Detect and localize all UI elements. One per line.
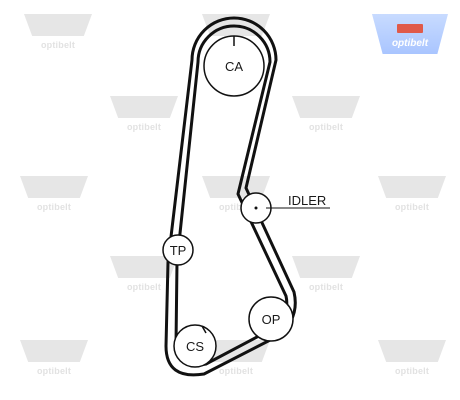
pulley-idler <box>240 192 272 224</box>
watermark-logo: optibelt <box>286 256 366 300</box>
pulley-label-tp: TP <box>170 243 187 258</box>
timing-mark <box>201 325 207 334</box>
watermark-text: optibelt <box>36 366 72 376</box>
watermark-text: optibelt <box>218 202 254 212</box>
watermark-logo: optibelt <box>196 176 276 220</box>
logo-mark <box>397 24 423 33</box>
logo-band <box>372 14 448 54</box>
pulley-label-ca: CA <box>225 59 243 74</box>
pulley-label-cs: CS <box>186 339 204 354</box>
pulley-label-op: OP <box>262 312 281 327</box>
watermark-text: optibelt <box>218 366 254 376</box>
watermark-text: optibelt <box>394 202 430 212</box>
pulley-tp: TP <box>162 234 194 266</box>
watermark-logo: optibelt <box>14 176 94 220</box>
watermark-text: optibelt <box>308 122 344 132</box>
pulley-ca: CA <box>203 35 265 97</box>
idler-label: IDLER <box>288 193 326 208</box>
logo-text: optibelt <box>391 38 429 49</box>
belt-outer <box>164 16 297 377</box>
brand-logo: optibelt <box>372 14 448 54</box>
watermark-text: optibelt <box>126 282 162 292</box>
watermark-text: optibelt <box>394 366 430 376</box>
watermark-logo: optibelt <box>104 96 184 140</box>
watermark-logo: optibelt <box>372 176 452 220</box>
watermark-logo: optibelt <box>104 256 184 300</box>
watermark-logo: optibelt <box>372 340 452 384</box>
watermark-logo: optibelt <box>14 340 94 384</box>
pulley-op: OP <box>248 296 294 342</box>
watermark-logo: optibelt <box>18 14 98 58</box>
watermark-text: optibelt <box>40 40 76 50</box>
watermark-text: optibelt <box>126 122 162 132</box>
watermark-text: optibelt <box>36 202 72 212</box>
watermark-logo: optibelt <box>286 96 366 140</box>
watermark-text: optibelt <box>308 282 344 292</box>
pulley-cs: CS <box>173 324 217 368</box>
